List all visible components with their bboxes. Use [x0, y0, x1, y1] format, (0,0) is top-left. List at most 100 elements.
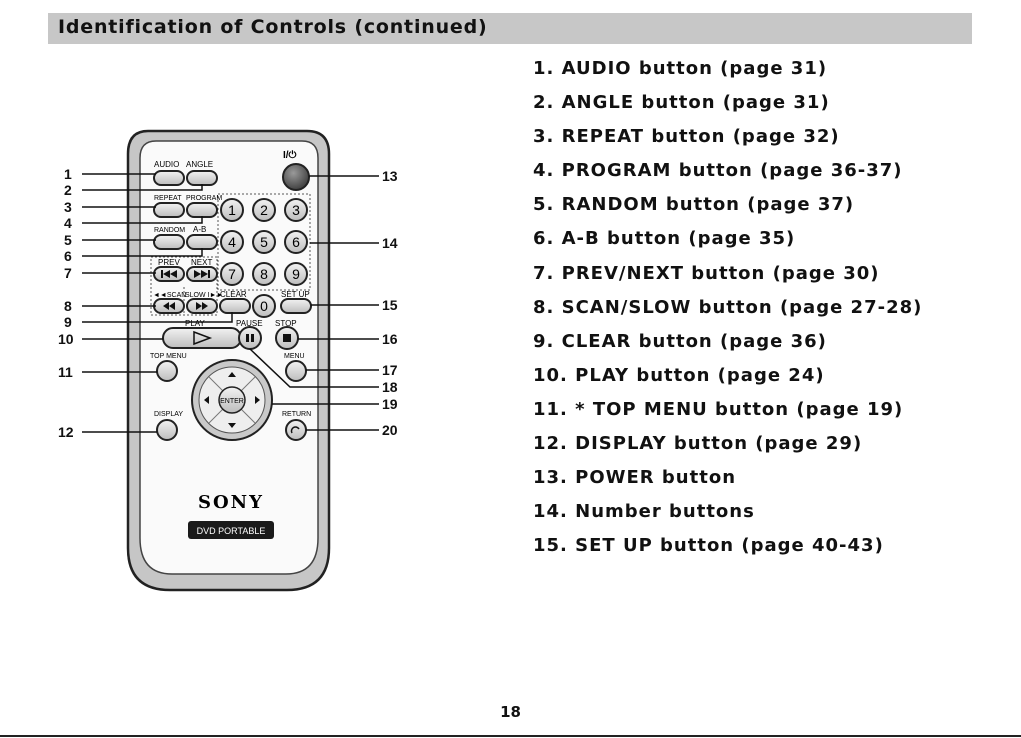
- digit-3-button[interactable]: [284, 198, 308, 222]
- callout-numbers: 1 2 3 4 5 6 7 8 9 10 11 12 13 14 15 16 1…: [58, 166, 398, 440]
- callout-number: 10: [58, 331, 74, 347]
- setup-label: SET UP: [281, 290, 310, 299]
- callout-number: 11: [58, 364, 73, 380]
- pause-icon: [246, 334, 254, 342]
- digit-label: 2: [260, 202, 268, 218]
- legend-item: 9. CLEAR button (page 36): [533, 330, 827, 352]
- audio-button[interactable]: [153, 170, 185, 186]
- repeat-label: REPEAT: [154, 195, 182, 202]
- legend-item: 13. POWER button: [533, 467, 737, 489]
- enter-label: ENTER: [220, 398, 244, 405]
- legend-item: 5. RANDOM button (page 37): [533, 194, 855, 216]
- digit-label: 8: [260, 266, 268, 282]
- angle-button[interactable]: [186, 170, 218, 186]
- digit-label: 3: [292, 202, 300, 218]
- audio-label: AUDIO: [154, 160, 179, 169]
- legend-item: 10. PLAY button (page 24): [533, 364, 825, 386]
- power-button[interactable]: [282, 163, 310, 191]
- callout-number: 8: [64, 298, 72, 314]
- ab-button[interactable]: [186, 234, 218, 250]
- legend-item: 6. A-B button (page 35): [533, 228, 796, 250]
- transport-group: [150, 256, 218, 316]
- menu-button[interactable]: [285, 360, 307, 382]
- display-label: DISPLAY: [154, 411, 183, 418]
- program-button[interactable]: [186, 202, 218, 218]
- top-menu-label: TOP MENU: [150, 353, 187, 360]
- callout-number: 5: [64, 232, 72, 248]
- stop-label: STOP: [275, 319, 297, 328]
- play-icon: [193, 330, 213, 346]
- random-button[interactable]: [153, 234, 185, 250]
- legend-item: 8. SCAN/SLOW button (page 27-28): [533, 296, 923, 318]
- digit-5-button[interactable]: [252, 230, 276, 254]
- callout-number: 13: [382, 168, 398, 184]
- number-pad: 1 2 3 4 5 6 7 8 9 0: [220, 198, 308, 318]
- leader-lines: [82, 173, 379, 433]
- return-label: RETURN: [282, 411, 311, 418]
- program-label: PROGRAM: [186, 195, 222, 202]
- callout-number: 19: [382, 396, 398, 412]
- legend-item: 14. Number buttons: [533, 501, 755, 523]
- legend-item: 12. DISPLAY button (page 29): [533, 433, 863, 455]
- clear-button[interactable]: [219, 298, 251, 314]
- prev-label: PREV: [158, 258, 180, 267]
- digit-0-button[interactable]: [252, 294, 276, 318]
- repeat-button[interactable]: [153, 202, 185, 218]
- legend-item: 1. AUDIO button (page 31): [533, 58, 828, 79]
- digit-9-button[interactable]: [284, 262, 308, 286]
- callout-number: 15: [382, 297, 398, 313]
- pause-button[interactable]: [238, 326, 262, 350]
- remote-diagram: AUDIO ANGLE I/⏻ REPEAT PROGRAM RANDOM A-…: [58, 129, 398, 592]
- legend-item: 2. ANGLE button (page 31): [533, 92, 830, 114]
- page-title: Identification of Controls (continued): [58, 16, 488, 38]
- arrow-down-icon: [228, 423, 236, 428]
- return-icon: [290, 426, 300, 434]
- menu-label: MENU: [284, 353, 305, 360]
- next-label: NEXT: [191, 258, 212, 267]
- digit-4-button[interactable]: [220, 230, 244, 254]
- callout-number: 2: [64, 182, 72, 198]
- ab-label: A-B: [193, 225, 206, 234]
- model-label: DVD PORTABLE: [197, 526, 266, 536]
- return-button[interactable]: [285, 419, 307, 441]
- digit-8-button[interactable]: [252, 262, 276, 286]
- callout-number: 9: [64, 314, 72, 330]
- legend-item: 3. REPEAT button (page 32): [533, 126, 840, 148]
- legend-item: 11. * TOP MENU button (page 19): [533, 398, 904, 420]
- top-menu-button[interactable]: [156, 360, 178, 382]
- digit-label: 1: [228, 202, 236, 218]
- digit-label: 5: [260, 234, 268, 250]
- rewind-icon: [163, 302, 175, 310]
- digit-1-button[interactable]: [220, 198, 244, 222]
- arrow-up-icon: [228, 372, 236, 377]
- display-button[interactable]: [156, 419, 178, 441]
- legend-item: 15. SET UP button (page 40-43): [533, 535, 884, 557]
- controls-legend: 1. AUDIO button (page 31) 2. ANGLE butto…: [533, 56, 922, 567]
- random-label: RANDOM: [154, 227, 185, 234]
- digit-2-button[interactable]: [252, 198, 276, 222]
- enter-button[interactable]: [218, 386, 246, 414]
- arrow-right-icon: [255, 396, 260, 404]
- callout-number: 17: [382, 362, 398, 378]
- next-icon: [194, 270, 210, 278]
- callout-number: 6: [64, 248, 72, 264]
- digit-7-button[interactable]: [220, 262, 244, 286]
- clear-label: CLEAR: [220, 290, 247, 299]
- brand-logo: SONY: [198, 492, 264, 513]
- legend-item: 7. PREV/NEXT button (page 30): [533, 262, 880, 284]
- setup-button[interactable]: [280, 298, 312, 314]
- digit-label: 4: [228, 234, 236, 250]
- arrow-left-icon: [204, 396, 209, 404]
- direction-pad[interactable]: ENTER: [191, 359, 273, 441]
- callout-number: 16: [382, 331, 398, 347]
- prev-icon: [161, 270, 177, 278]
- power-label: I/⏻: [283, 149, 297, 161]
- play-label: PLAY: [185, 319, 206, 328]
- digit-label: 0: [260, 298, 268, 314]
- model-badge: [188, 521, 274, 539]
- footer-divider: [0, 735, 1021, 737]
- pause-label: PAUSE: [236, 319, 263, 328]
- digit-6-button[interactable]: [284, 230, 308, 254]
- play-button[interactable]: [162, 327, 242, 349]
- callout-number: 4: [64, 215, 72, 231]
